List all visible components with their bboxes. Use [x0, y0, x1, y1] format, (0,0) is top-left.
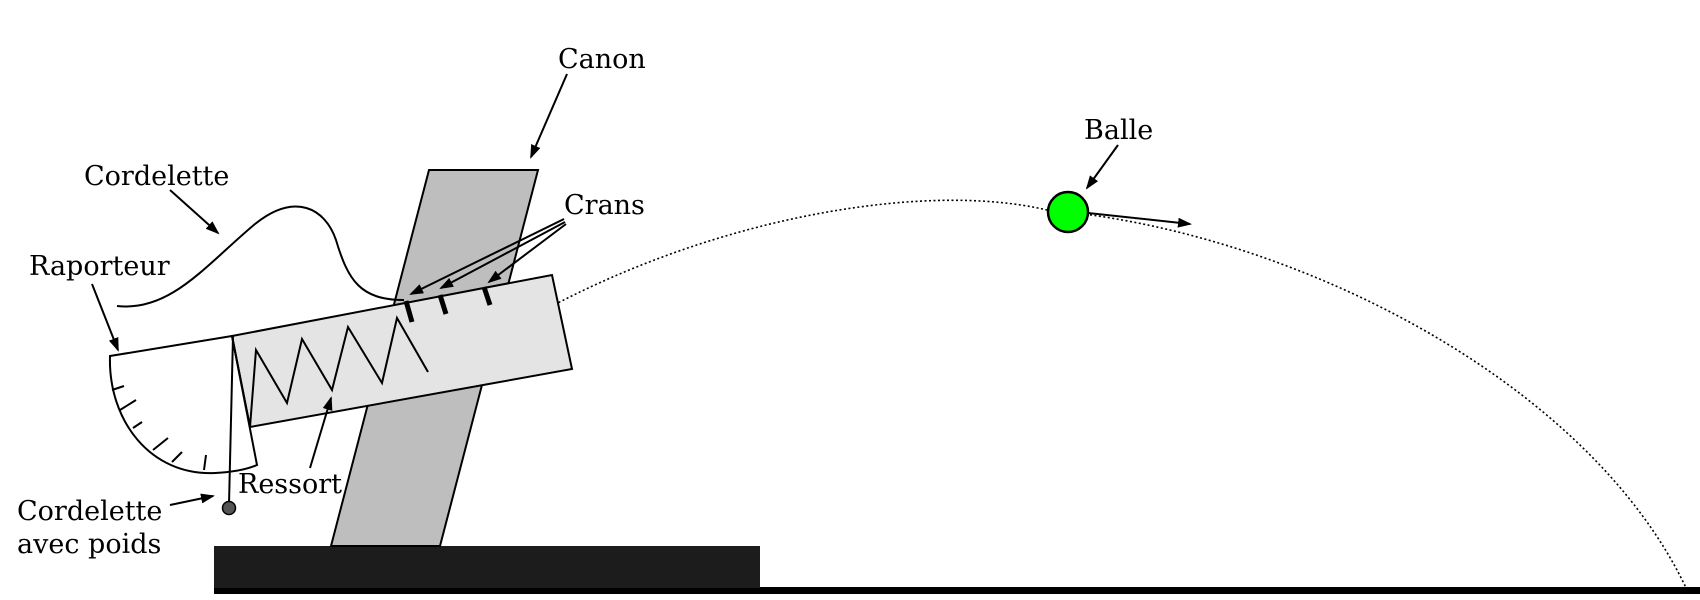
plumb-line — [228, 335, 234, 505]
velocity-arrow — [1087, 212, 1192, 228]
label-balle: Balle — [1084, 115, 1153, 146]
protractor-ticks — [111, 385, 207, 471]
raporteur-arrow — [91, 283, 119, 352]
ball — [1046, 190, 1090, 234]
label-canon: Canon — [558, 44, 646, 75]
balle-arrow — [1085, 144, 1119, 190]
crans-arrow-1 — [409, 218, 565, 295]
protractor — [108, 334, 259, 475]
cordelette-poids-arrow — [169, 493, 215, 506]
plumb-weight — [221, 500, 237, 516]
label-ressort: Ressort — [238, 469, 342, 500]
base-block — [214, 546, 760, 588]
label-cordelette-poids-line2: avec poids — [17, 529, 161, 560]
notches — [403, 286, 493, 323]
label-raporteur: Raporteur — [29, 251, 170, 282]
label-cordelette: Cordelette — [84, 161, 229, 192]
crans-arrow-2 — [439, 221, 566, 289]
canon-arrow — [530, 73, 568, 159]
label-crans: Crans — [564, 190, 645, 221]
ground-line — [214, 587, 1700, 594]
trajectory-path — [522, 199, 1689, 593]
string-cord — [116, 205, 405, 308]
cordelette-arrow — [169, 189, 220, 235]
label-cordelette-poids-line1: Cordelette — [17, 496, 162, 527]
ressort-arrow — [309, 396, 333, 469]
spring — [231, 315, 429, 428]
crans-arrow-3 — [487, 223, 567, 284]
